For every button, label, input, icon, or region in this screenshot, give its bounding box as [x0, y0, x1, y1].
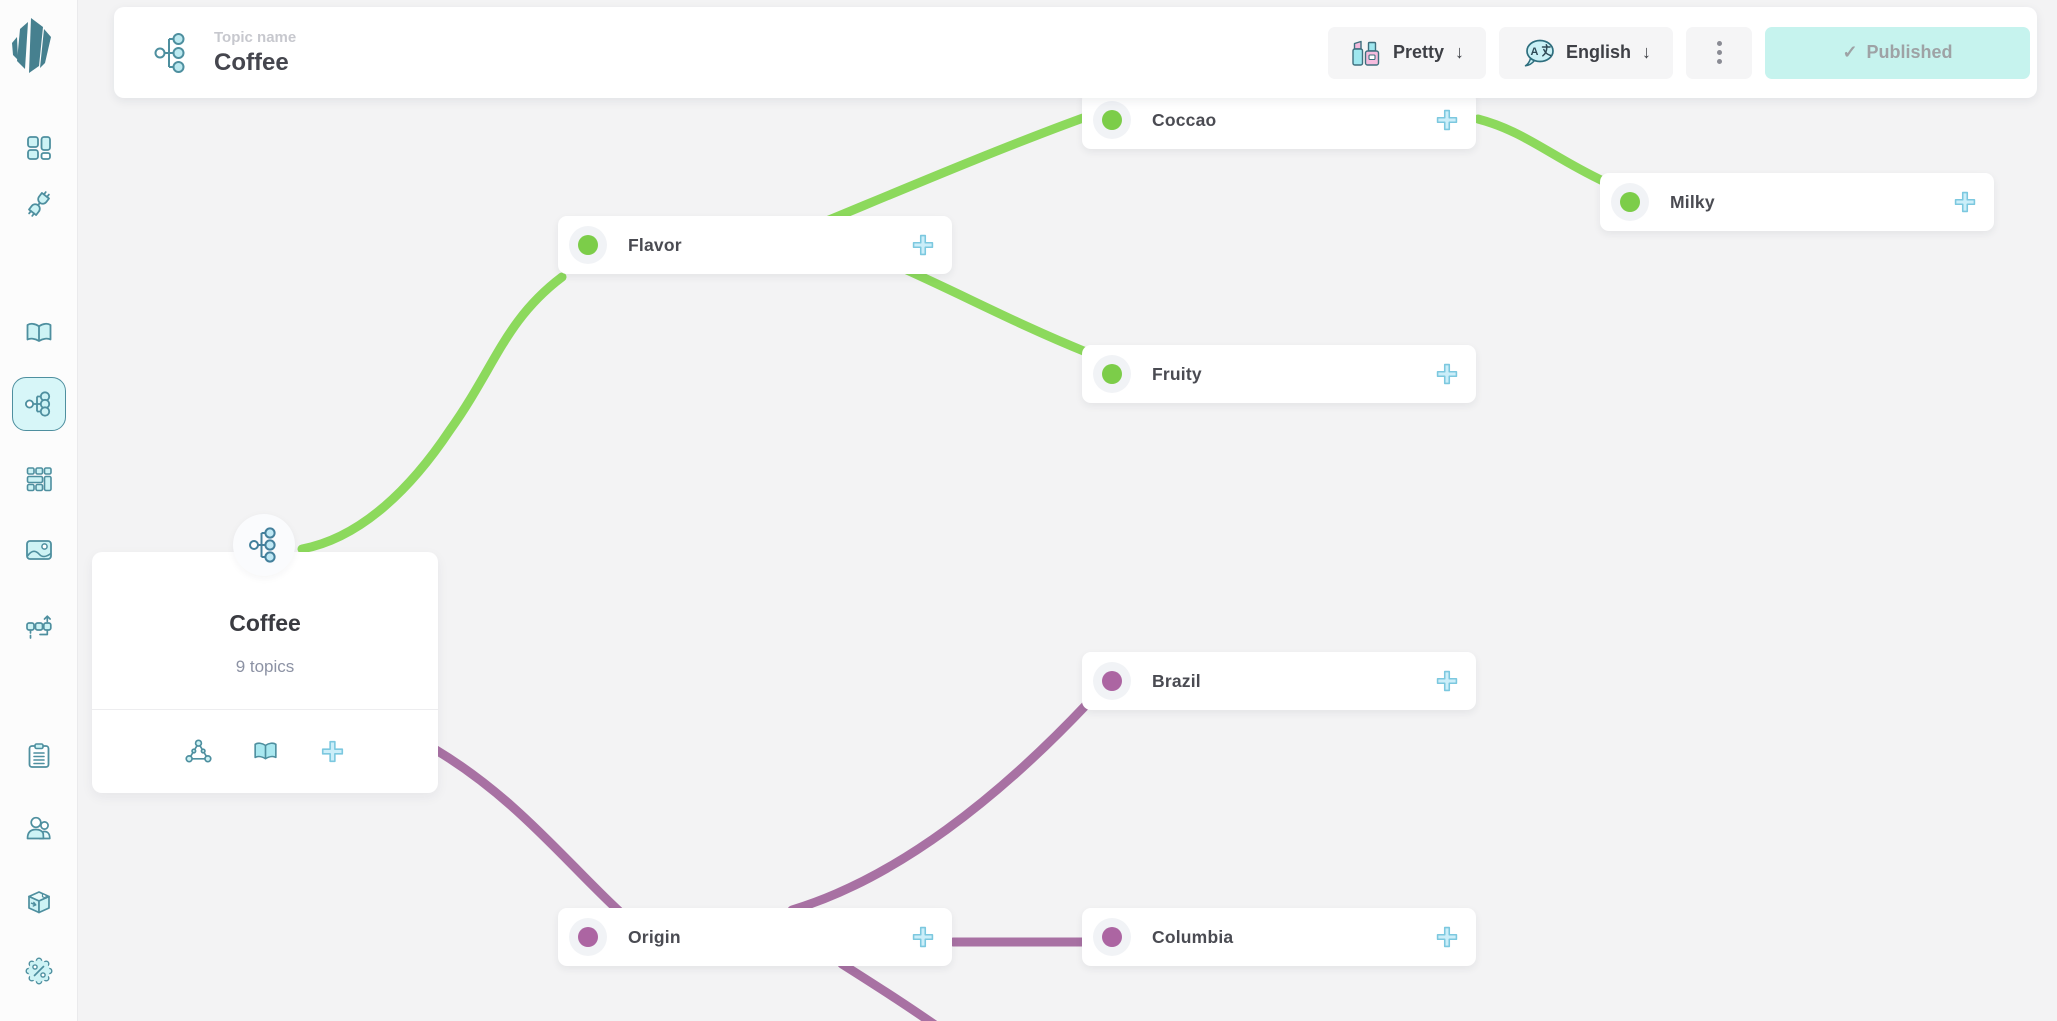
topic-node-label: Fruity — [1152, 363, 1202, 384]
add-subtopic-icon[interactable] — [1434, 107, 1460, 133]
translate-icon: A — [1524, 39, 1554, 67]
chevron-down-icon: ↓ — [1454, 42, 1464, 62]
divider — [92, 709, 438, 710]
language-dropdown-label: English — [1565, 42, 1631, 62]
clipboard-icon — [28, 743, 50, 768]
image-icon — [26, 540, 52, 560]
edge-coffee-origin — [431, 745, 625, 917]
add-subtopic-icon[interactable] — [1434, 668, 1460, 694]
sidebar-item-library[interactable] — [12, 306, 66, 360]
topic-node-flavor[interactable]: Flavor — [558, 216, 952, 274]
topic-node-label: Coccao — [1152, 109, 1217, 130]
topic-color-dot — [569, 918, 607, 956]
topic-color-dot — [1093, 918, 1131, 956]
box-icon — [28, 891, 50, 914]
add-subtopic-icon[interactable] — [1434, 361, 1460, 387]
sidebar — [0, 0, 78, 1021]
topic-color-dot — [1093, 662, 1131, 700]
root-mindmap-badge — [233, 514, 295, 576]
edge-coccao-milky — [1473, 114, 1608, 186]
add-subtopic-icon[interactable] — [910, 924, 936, 950]
topic-name-label: Topic name — [214, 28, 297, 46]
mindmap-icon — [154, 32, 185, 73]
topic-color-dot — [569, 226, 607, 264]
add-subtopic-icon[interactable] — [1952, 189, 1978, 215]
mindmap-icon — [249, 527, 276, 563]
kebab-menu-icon — [1716, 41, 1722, 46]
published-status-button[interactable]: ✓ Published — [1765, 26, 2030, 79]
edge-coffee-flavor — [297, 272, 567, 554]
users-icon — [26, 816, 51, 840]
topic-node-origin[interactable]: Origin — [558, 908, 952, 966]
root-topic-card[interactable]: Coffee 9 topics — [92, 552, 438, 793]
edge-origin-offscreen — [837, 959, 938, 1021]
more-options-button[interactable] — [1686, 26, 1752, 79]
sidebar-item-discounts[interactable] — [12, 944, 66, 998]
topic-color-dot — [1611, 183, 1649, 221]
topic-node-label: Origin — [628, 926, 681, 947]
makeup-icon — [1352, 40, 1380, 66]
topic-node-milky[interactable]: Milky — [1600, 173, 1994, 231]
sidebar-item-reports[interactable] — [12, 729, 66, 783]
root-topic-count: 9 topics — [235, 657, 295, 676]
topic-node-label: Brazil — [1152, 670, 1201, 691]
language-dropdown-button[interactable]: A English ↓ — [1498, 26, 1673, 79]
topic-name-value: Coffee — [214, 48, 289, 76]
topic-color-dot — [1093, 355, 1131, 393]
sidebar-item-packages[interactable] — [12, 875, 66, 929]
topic-node-fruity[interactable]: Fruity — [1082, 345, 1476, 403]
edge-flavor-coccao — [795, 113, 1088, 237]
sidebar-item-dashboard[interactable] — [12, 121, 66, 175]
chevron-down-icon: ↓ — [1642, 42, 1651, 62]
sidebar-item-workflow[interactable] — [12, 600, 66, 654]
percent-badge-icon — [25, 957, 53, 985]
check-icon: ✓ — [1842, 42, 1858, 62]
sidebar-item-collections[interactable] — [12, 452, 66, 506]
sidebar-item-integrations[interactable] — [12, 177, 66, 231]
topic-node-label: Columbia — [1152, 926, 1234, 947]
published-label: Published — [1866, 42, 1953, 62]
plug-icon — [28, 191, 50, 217]
topic-node-brazil[interactable]: Brazil — [1082, 652, 1476, 710]
book-icon[interactable] — [252, 738, 279, 765]
graph-view-icon[interactable] — [184, 738, 212, 765]
sidebar-item-media[interactable] — [12, 523, 66, 577]
style-dropdown-button[interactable]: Pretty ↓ — [1327, 26, 1486, 79]
topic-node-label: Flavor — [628, 234, 682, 255]
sidebar-item-mindmap[interactable] — [12, 377, 66, 431]
root-topic-title: Coffee — [229, 610, 301, 636]
add-subtopic-icon[interactable] — [910, 232, 936, 258]
topic-node-coccao[interactable]: Coccao — [1082, 91, 1476, 149]
flow-export-icon — [26, 615, 52, 639]
sidebar-item-users[interactable] — [12, 801, 66, 855]
style-dropdown-label: Pretty — [1392, 42, 1444, 62]
dashboard-icon — [27, 136, 51, 160]
add-topic-icon[interactable] — [319, 738, 346, 765]
topic-node-columbia[interactable]: Columbia — [1082, 908, 1476, 966]
add-subtopic-icon[interactable] — [1434, 924, 1460, 950]
mindmap-icon — [25, 391, 51, 417]
topic-node-label: Milky — [1670, 191, 1715, 212]
grid-cards-icon — [26, 467, 52, 492]
header-bar: Topic name Coffee Pretty ↓ A English ↓ — [114, 7, 2037, 98]
svg-text:A: A — [1530, 46, 1538, 58]
topic-color-dot — [1093, 101, 1131, 139]
edge-origin-brazil — [787, 699, 1092, 915]
book-icon — [26, 322, 52, 342]
app-logo[interactable] — [10, 16, 56, 78]
